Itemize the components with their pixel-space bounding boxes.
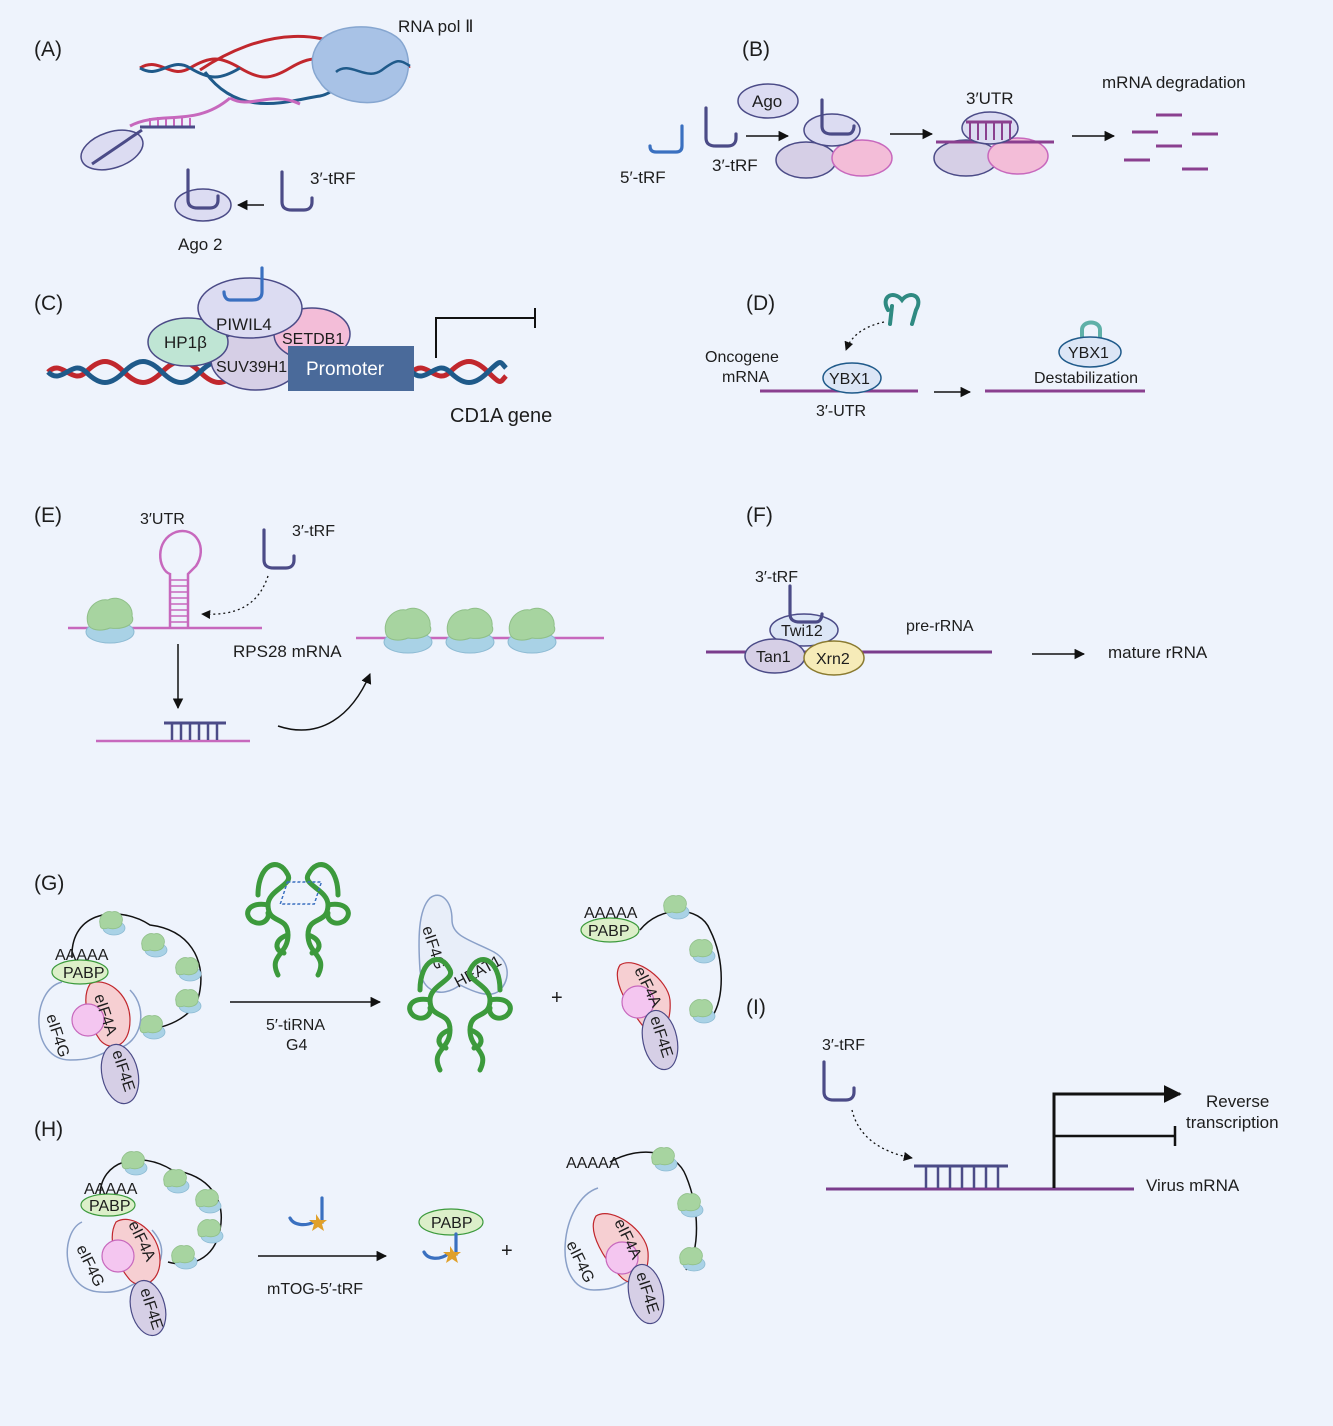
b-ago-bubble <box>737 83 799 119</box>
panel-a-tag: (A) <box>34 38 62 61</box>
panel-i: (I) 3′-tRF Reverse transcription Virus m… <box>746 996 1279 1195</box>
d-ybx1-after <box>1058 336 1122 368</box>
b-5trf-label: 5′-tRF <box>620 168 666 187</box>
d-ybx1-before <box>822 362 882 394</box>
panel-g: (G) AAAAA PABP eIF4A eIF4G eIF4E 5′-tiRN… <box>34 865 722 1105</box>
panel-i-tag: (I) <box>746 996 766 1019</box>
f-trf-label: 3′-tRF <box>755 569 798 586</box>
hp1b-protein <box>147 317 229 367</box>
e-trf-label: 3′-tRF <box>292 523 335 540</box>
d-utr-label: 3′-UTR <box>816 403 866 420</box>
panel-b: (B) Ago 5′-tRF 3′-tRF 3′UTR mRNA degrada… <box>620 38 1246 187</box>
h-plus: + <box>501 1240 513 1262</box>
xrn2-protein <box>803 640 865 676</box>
panel-f: (F) 3′-tRF Twi12 Tan1 Xrn2 pre-rRNA matu… <box>706 504 1208 676</box>
h-polya-label: AAAAA <box>84 1181 138 1198</box>
b-ago-label: Ago <box>752 92 782 111</box>
i-rt-arrow <box>1052 1085 1182 1188</box>
panel-d-tag: (D) <box>746 292 775 315</box>
panel-f-tag: (F) <box>746 504 773 527</box>
d-oncogene-label-1: Oncogene <box>705 349 779 366</box>
b-utr-label: 3′UTR <box>966 89 1014 108</box>
i-trf-label: 3′-tRF <box>822 1037 865 1054</box>
i-rt-label-2: transcription <box>1186 1113 1279 1132</box>
rna-pol-ii-label: RNA pol Ⅱ <box>398 17 473 36</box>
g-eif4g-label: eIF4G <box>42 1012 72 1060</box>
f-mature-label: mature rRNA <box>1108 643 1208 662</box>
d-trf-hairpin <box>883 293 921 326</box>
c-transcription-blocked <box>435 317 534 358</box>
i-rt-label-1: Reverse <box>1206 1092 1269 1111</box>
h-pabp-label: PABP <box>89 1198 131 1215</box>
panel-b-tag: (B) <box>742 38 770 61</box>
e-rps28-label: RPS28 mRNA <box>233 642 342 661</box>
g-plus: + <box>551 987 563 1009</box>
panel-g-tag: (G) <box>34 872 64 895</box>
panel-e-tag: (E) <box>34 504 62 527</box>
panel-h: (H) AAAAA PABP eIF4A eIF4G eIF4E mTOG-5′… <box>34 1118 706 1337</box>
a-ago-label: Ago 2 <box>178 235 222 254</box>
dna-strand-blue <box>139 63 241 79</box>
e-utr-hairpin <box>159 529 202 628</box>
g-eif4g-outline <box>38 981 142 1061</box>
d-ybx1-label-before: YBX1 <box>829 371 870 388</box>
e-ribosome-single <box>85 597 135 644</box>
h-cap-star <box>309 1214 327 1231</box>
promoter-label: Promoter <box>306 359 385 380</box>
h-eif4g-label-2: eIF4G <box>562 1238 597 1285</box>
b-3trf-label: 3′-tRF <box>712 156 758 175</box>
mrna-fragments <box>1124 113 1218 171</box>
b-5trf <box>648 124 684 154</box>
suv39h1-label: SUV39H1 <box>216 359 287 376</box>
f-pre-rrna-label: pre-rRNA <box>906 618 974 635</box>
i-virus-label: Virus mRNA <box>1146 1176 1240 1195</box>
twi12-protein <box>769 613 839 647</box>
e-utr-label: 3′UTR <box>140 511 185 528</box>
g-polya-label: AAAAA <box>55 947 109 964</box>
g-g4-tirna <box>248 865 349 975</box>
hp1b-label: HP1β <box>164 333 207 352</box>
tan1-label: Tan1 <box>756 649 791 666</box>
g-arrow-label-2: G4 <box>286 1037 307 1054</box>
panel-e: (E) 3′UTR 3′-tRF RPS28 mRNA <box>34 504 604 743</box>
b-3trf <box>704 106 738 148</box>
twi12-label: Twi12 <box>781 623 823 640</box>
g-arrow-label-1: 5′-tiRNA <box>266 1017 325 1034</box>
g-pabp-label: PABP <box>63 965 105 982</box>
nascent-rna <box>129 96 231 128</box>
panel-h-tag: (H) <box>34 1118 63 1141</box>
xrn2-label: Xrn2 <box>816 651 850 668</box>
d-oncogene-label-2: mRNA <box>722 369 769 386</box>
g-pabp-shape <box>51 959 109 985</box>
rna-pol-ii <box>311 26 410 104</box>
h-polya-label-2: AAAAA <box>566 1155 620 1172</box>
panel-c: (C) Promoter HP1β PIWIL4 SETDB1 SUV39H1 … <box>34 266 552 427</box>
h-pabp-label-2: PABP <box>431 1215 473 1232</box>
g-pabp-label-2: PABP <box>588 923 630 940</box>
h-arrow-label: mTOG-5′-tRF <box>267 1281 363 1298</box>
ago2-ellipse <box>174 188 232 222</box>
cd1a-gene-label: CD1A gene <box>450 405 552 427</box>
c-dna-blue <box>46 359 508 385</box>
a-trf-label: 3′-tRF <box>310 169 356 188</box>
piwil4-label: PIWIL4 <box>216 315 272 334</box>
d-ybx1-label-after: YBX1 <box>1068 345 1109 362</box>
panel-d: (D) Oncogene mRNA YBX1 3′-UTR YBX1 Desta… <box>705 292 1145 420</box>
setdb1-label: SETDB1 <box>282 331 344 348</box>
g-polya-label-2: AAAAA <box>584 905 638 922</box>
b-degradation-label: mRNA degradation <box>1102 73 1246 92</box>
panel-a: (A) RNA pol Ⅱ 3′-tRF Ago 2 <box>34 17 473 254</box>
d-destabilization-label: Destabilization <box>1034 370 1138 387</box>
promoter-box <box>288 346 414 391</box>
panel-c-tag: (C) <box>34 292 63 315</box>
